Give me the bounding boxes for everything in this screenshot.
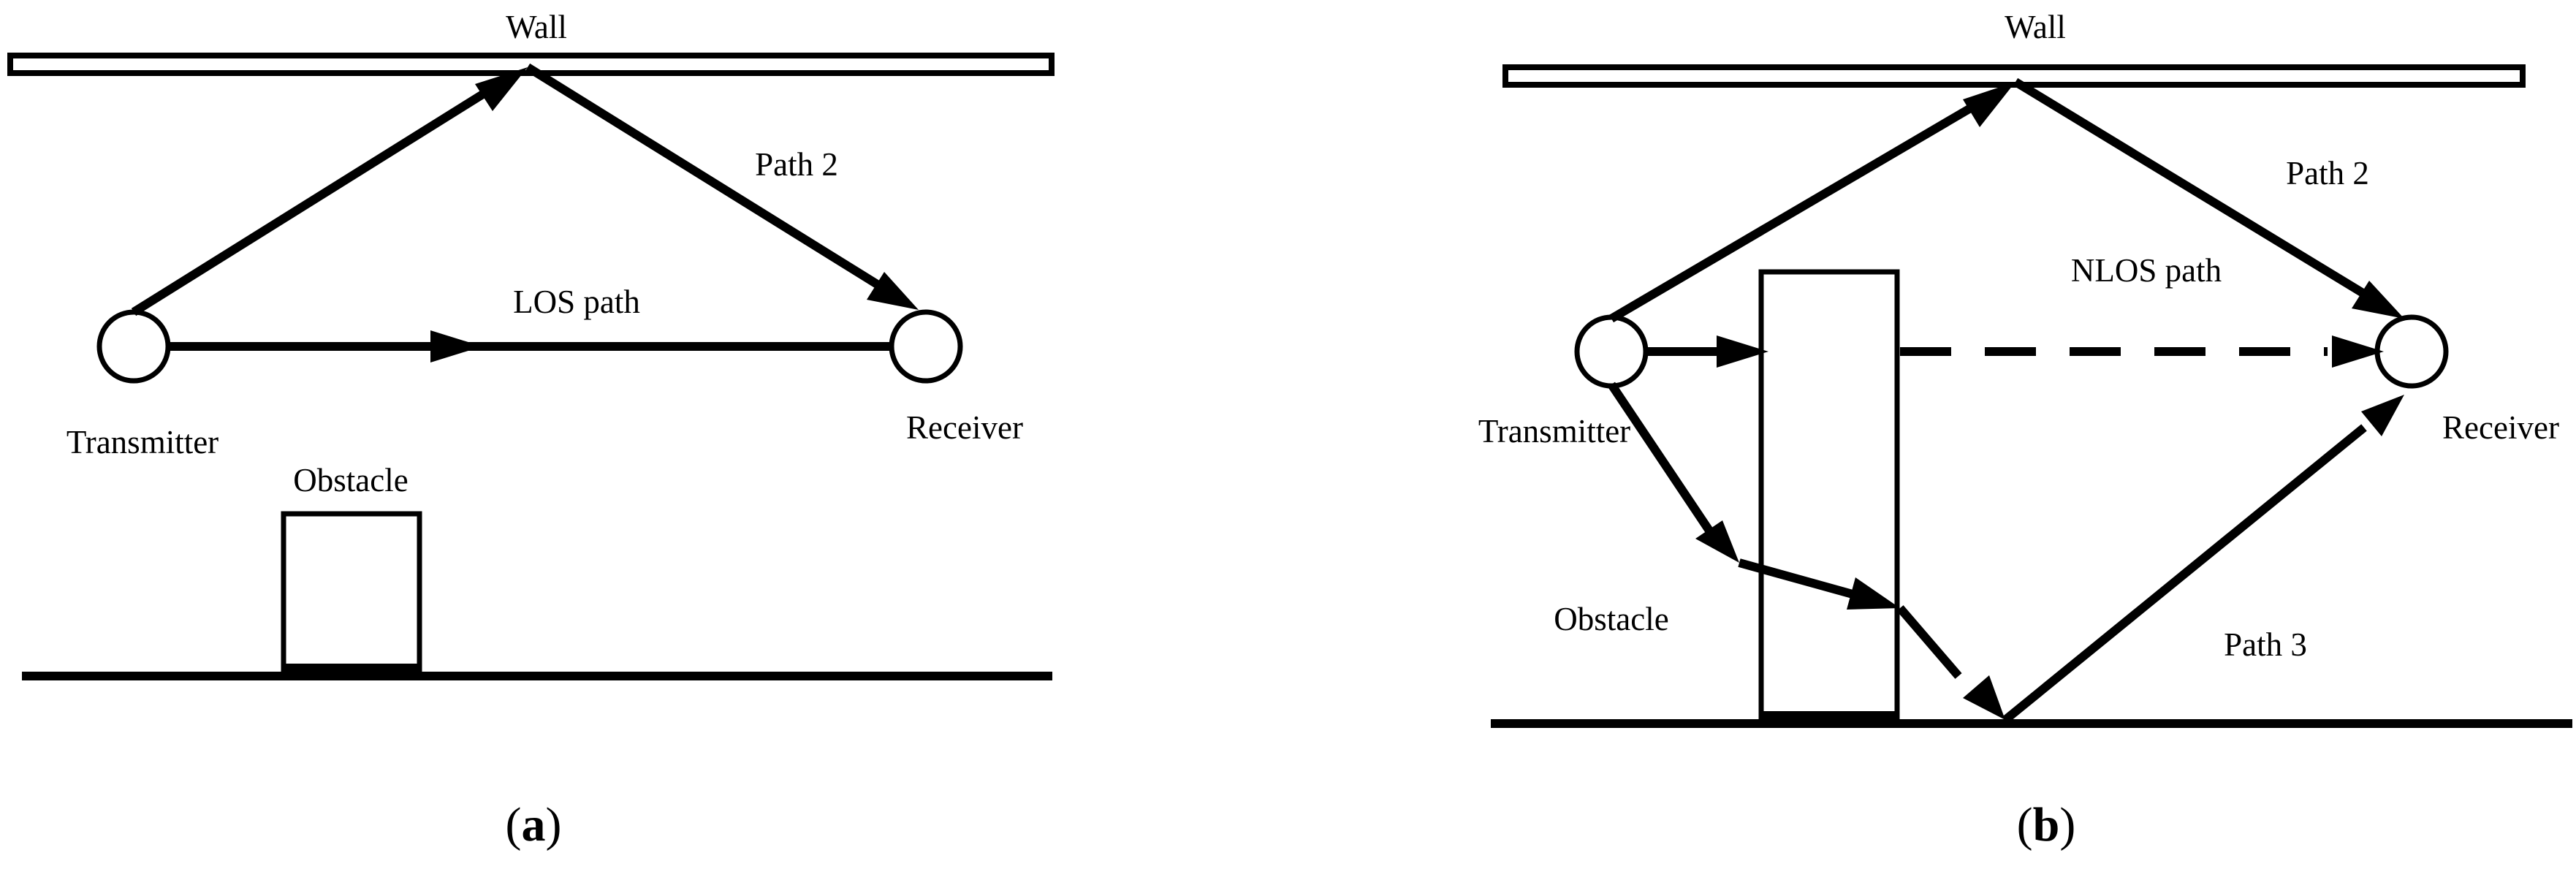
obstacle-b <box>1758 269 1900 722</box>
caption-a: (a) <box>506 798 562 851</box>
caption-open-a: ( <box>506 798 522 851</box>
path3-arrowhead-1-b <box>1695 520 1739 563</box>
caption-letter-b: b <box>2033 798 2060 851</box>
path2-arrowhead-receiver-a <box>867 272 919 310</box>
path3-arrowhead-3-b <box>1963 675 2005 720</box>
nlos-path-arrowhead-b <box>2332 335 2384 368</box>
transmitter-label-a: Transmitter <box>67 424 219 460</box>
path2-segment-down-b <box>2013 77 2371 300</box>
obstacle-label-a: Obstacle <box>293 462 408 498</box>
obstacle-label-b: Obstacle <box>1554 601 1668 637</box>
wall-label-a: Wall <box>506 9 567 45</box>
los-path-arrowhead-a <box>430 330 482 363</box>
wall-b <box>1502 64 2526 88</box>
path2-arrowhead-wall-b <box>1963 82 2015 127</box>
receiver-label-b: Receiver <box>2442 409 2559 446</box>
path2-label-b: Path 2 <box>2286 155 2369 191</box>
caption-close-b: ) <box>2059 798 2075 851</box>
obstacle-a <box>281 511 422 674</box>
path3-label-b: Path 3 <box>2224 626 2307 663</box>
panel-b: Wall Path 2 NLOS path Obstacle Path 3 <box>1478 9 2572 851</box>
path3-segment-1-b <box>1608 382 1717 540</box>
nlos-path-label-b: NLOS path <box>2071 252 2222 289</box>
receiver-node-a <box>889 309 963 384</box>
path2-arrowhead-wall-a <box>475 67 528 111</box>
path2-segment-up-b <box>1608 98 1983 323</box>
wall-label-b: Wall <box>2005 9 2066 45</box>
transmitter-node-b <box>1574 314 1649 389</box>
path3-segment-2-b <box>1738 558 1854 599</box>
caption-close-a: ) <box>546 798 562 851</box>
path3-segment-3-b <box>1896 605 1962 679</box>
path3-segment-4-b <box>2002 424 2367 724</box>
path2-segment-down-a <box>525 63 887 293</box>
path2-segment-up-a <box>131 83 496 316</box>
blocked-direct-arrowhead-b <box>1717 335 1768 368</box>
panel-a: Wall Path 2 LOS path Transmitter Receive… <box>7 9 1055 851</box>
receiver-label-a: Receiver <box>906 409 1023 446</box>
los-path-label-a: LOS path <box>513 284 640 320</box>
path2-arrowhead-receiver-b <box>2352 281 2404 319</box>
transmitter-label-b: Transmitter <box>1478 413 1630 449</box>
receiver-node-b <box>2374 314 2449 389</box>
caption-open-b: ( <box>2017 798 2033 851</box>
caption-b: (b) <box>2017 798 2076 851</box>
path3-arrowhead-4-b <box>2361 395 2404 436</box>
caption-letter-a: a <box>522 798 546 851</box>
path2-label-a: Path 2 <box>755 146 838 183</box>
path3-arrowhead-2-b <box>1847 577 1900 610</box>
transmitter-node-a <box>96 309 171 384</box>
